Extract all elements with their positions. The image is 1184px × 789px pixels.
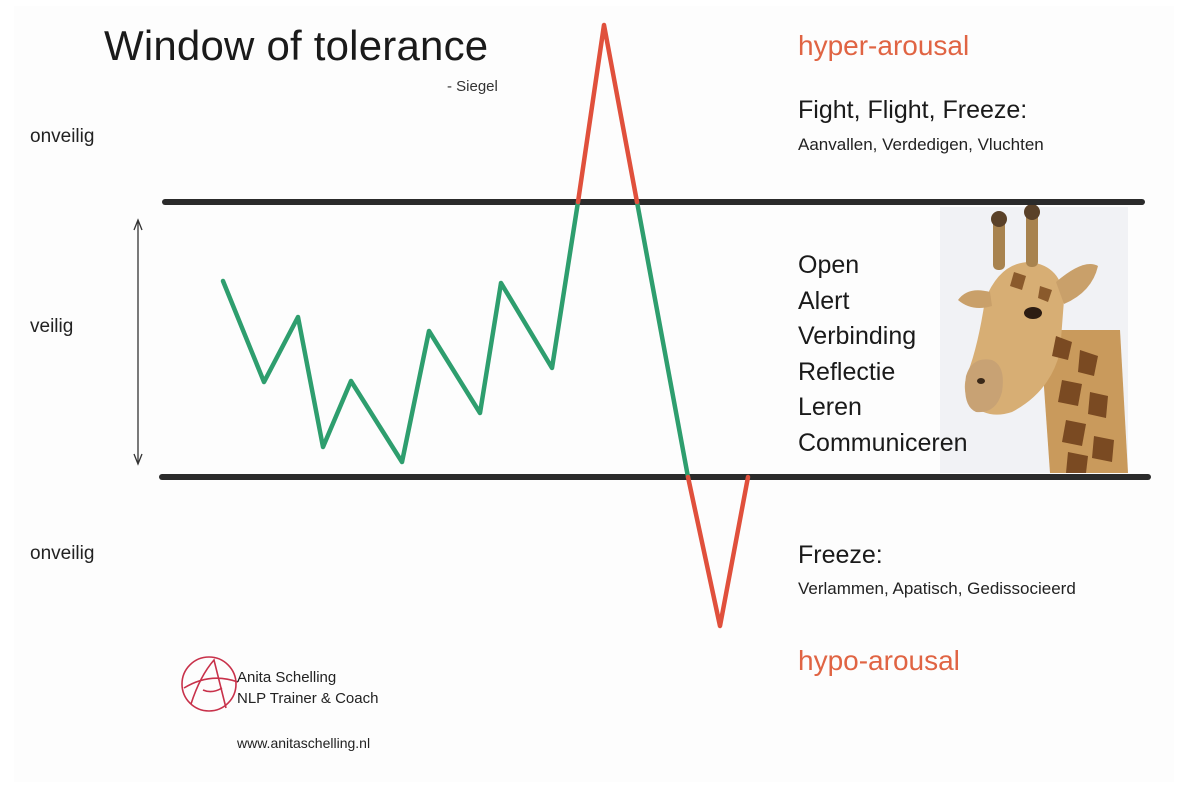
brand-name: Anita Schelling	[237, 669, 337, 686]
state-item: Open	[798, 251, 860, 279]
zone-label-middle: veilig	[30, 316, 74, 337]
state-item: Reflectie	[798, 357, 896, 386]
hypo-heading: Freeze:	[798, 541, 883, 569]
brand-role: NLP Trainer & Coach	[237, 690, 379, 707]
zone-label-bottom: onveilig	[30, 543, 95, 564]
brand-block: Anita Schelling NLP Trainer & Coach	[237, 667, 378, 709]
safe-zone-arrow	[133, 218, 143, 466]
arousal-line-safe-return	[634, 199, 691, 480]
attribution: - Siegel	[447, 78, 498, 95]
arousal-line-safe	[220, 199, 581, 465]
giraffe-photo	[940, 204, 1128, 473]
state-item: Alert	[798, 286, 850, 315]
hypo-subtext: Verlammen, Apatisch, Gedissocieerd	[798, 579, 1076, 598]
hypo-arousal-label: hypo-arousal	[798, 645, 960, 676]
hyper-subtext: Aanvallen, Verdedigen, Vluchten	[798, 135, 1044, 154]
state-item: Leren	[798, 393, 862, 421]
logo-mark	[181, 656, 239, 712]
window-states-list: Open Alert Verbinding Reflectie Leren Co…	[798, 248, 968, 461]
state-item: Verbinding	[798, 322, 917, 350]
state-item: Communiceren	[798, 428, 968, 457]
website-link[interactable]: www.anitaschelling.nl	[237, 735, 371, 751]
hypo-arousal-dip	[685, 474, 751, 629]
hyper-arousal-label: hyper-arousal	[798, 30, 970, 61]
hyper-arousal-peak	[575, 22, 640, 205]
zone-label-top: onveilig	[30, 126, 95, 147]
page-title: Window of tolerance	[104, 22, 489, 69]
hyper-heading: Fight, Flight, Freeze:	[798, 96, 1028, 124]
